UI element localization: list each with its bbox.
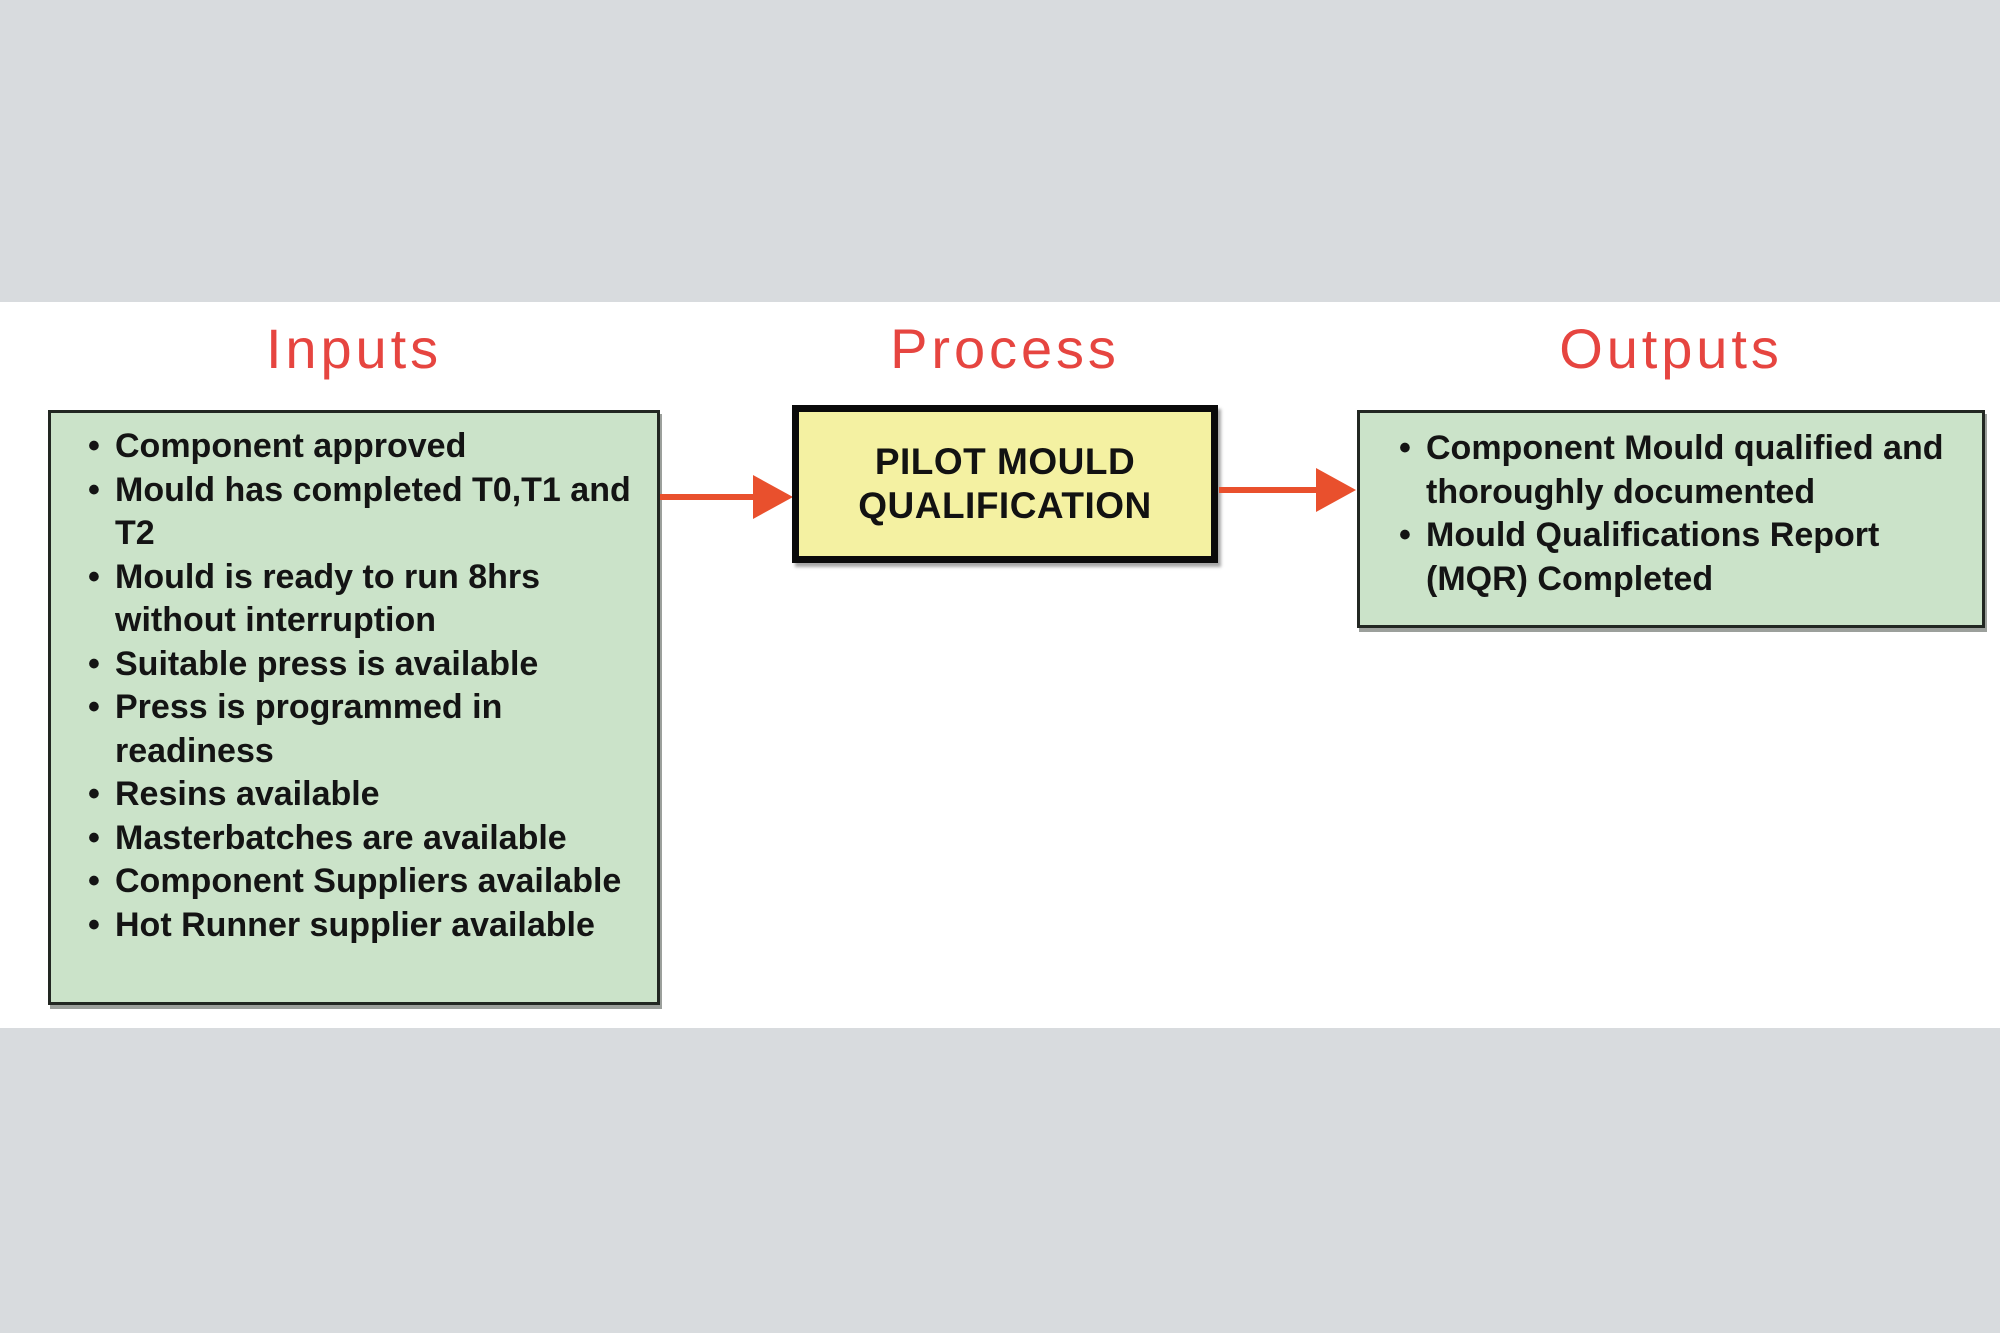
outputs-list-item: • Mould Qualifications Report (MQR) Comp… xyxy=(1384,514,1958,601)
inputs-item-text: Mould is ready to run 8hrs without inter… xyxy=(115,557,541,640)
inputs-item-text: Component approved xyxy=(115,427,467,465)
outputs-item-text: Mould Qualifications Report (MQR) Comple… xyxy=(1426,516,1880,598)
arrow-inputs-to-process-head-icon xyxy=(753,475,793,519)
outputs-item-text: Component Mould qualified and thoroughly… xyxy=(1426,429,1944,511)
inputs-list-item: • Suitable press is available xyxy=(73,643,631,687)
bullet-icon: • xyxy=(1399,516,1411,554)
process-box: PILOT MOULD QUALIFICATION xyxy=(792,405,1218,563)
inputs-item-text: Mould has completed T0,T1 and T2 xyxy=(115,470,631,553)
bullet-icon: • xyxy=(88,644,100,683)
background-band-top xyxy=(0,0,2000,302)
bullet-icon: • xyxy=(88,557,100,596)
bullet-icon: • xyxy=(88,905,100,944)
outputs-heading: Outputs xyxy=(1559,317,1783,380)
bullet-icon: • xyxy=(1399,429,1411,467)
bullet-icon: • xyxy=(88,862,100,900)
inputs-list-item: • Component approved xyxy=(73,425,631,469)
inputs-list-item: • Component Suppliers available xyxy=(73,860,631,904)
inputs-item-text: Suitable press is available xyxy=(115,644,539,683)
outputs-list-item: • Component Mould qualified and thorough… xyxy=(1384,427,1958,514)
bullet-icon: • xyxy=(88,427,100,465)
bullet-icon: • xyxy=(88,688,100,726)
inputs-item-text: Press is programmed in readiness xyxy=(115,688,503,770)
inputs-list-item: • Hot Runner supplier available xyxy=(73,904,631,948)
inputs-item-text: Hot Runner supplier available xyxy=(115,905,595,944)
inputs-box: • Component approved • Mould has complet… xyxy=(48,410,660,1005)
inputs-list-item: • Masterbatches are available xyxy=(73,817,631,861)
inputs-list-item: • Resins available xyxy=(73,773,631,817)
process-box-title: PILOT MOULD QUALIFICATION xyxy=(858,441,1152,526)
inputs-heading: Inputs xyxy=(265,317,443,380)
inputs-list-item: • Press is programmed in readiness xyxy=(73,686,631,773)
inputs-list-item: • Mould has completed T0,T1 and T2 xyxy=(73,469,631,556)
inputs-item-text: Component Suppliers available xyxy=(115,862,622,900)
arrow-process-to-outputs-head-icon xyxy=(1316,468,1356,512)
outputs-box: • Component Mould qualified and thorough… xyxy=(1357,410,1985,628)
bullet-icon: • xyxy=(88,818,100,857)
inputs-item-text: Masterbatches are available xyxy=(115,818,567,857)
background-band-bottom xyxy=(0,1028,2000,1333)
bullet-icon: • xyxy=(88,470,100,509)
bullet-icon: • xyxy=(88,775,100,813)
arrow-inputs-to-process-line xyxy=(660,494,758,500)
arrow-process-to-outputs-line xyxy=(1219,487,1319,493)
inputs-item-text: Resins available xyxy=(115,775,380,813)
process-heading: Process xyxy=(890,317,1120,380)
inputs-list-item: • Mould is ready to run 8hrs without int… xyxy=(73,556,631,643)
